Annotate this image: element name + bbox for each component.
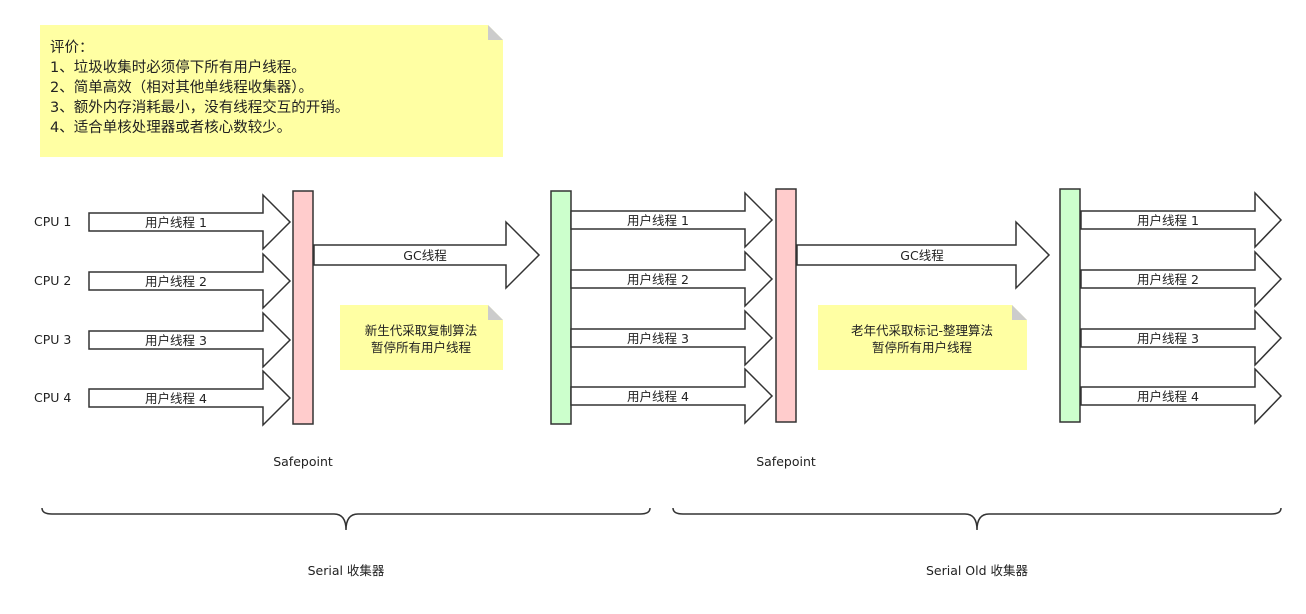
old-note-line: 暂停所有用户线程 xyxy=(872,340,973,355)
phase1-user-threads xyxy=(88,193,292,427)
user-thread-arrow xyxy=(1080,250,1283,308)
user-thread-arrow xyxy=(88,369,292,427)
user-thread-label: 用户线程 4 xyxy=(145,391,207,406)
user-thread-label: 用户线程 4 xyxy=(1137,389,1199,404)
user-thread-label: 用户线程 1 xyxy=(145,215,207,230)
cpu-label: CPU 4 xyxy=(34,390,71,405)
user-thread-label: 用户线程 1 xyxy=(1137,213,1199,228)
resume-bar xyxy=(1059,188,1081,423)
young-gen-note xyxy=(340,305,503,370)
phase2-user-threads xyxy=(570,191,774,425)
user-thread-arrow xyxy=(88,311,292,369)
evaluation-line: 1、垃圾收集时必须停下所有用户线程。 xyxy=(50,59,306,76)
cpu-label: CPU 3 xyxy=(34,332,71,347)
user-thread-arrow xyxy=(1080,191,1283,249)
safepoint-bar xyxy=(775,188,797,423)
evaluation-note xyxy=(40,25,503,157)
gc-thread-arrow xyxy=(796,220,1051,290)
evaluation-line: 2、简单高效（相对其他单线程收集器）。 xyxy=(50,79,313,96)
cpu-label: CPU 2 xyxy=(34,273,71,288)
user-thread-label: 用户线程 3 xyxy=(145,333,207,348)
evaluation-line: 4、适合单核处理器或者核心数较少。 xyxy=(50,118,291,136)
user-thread-label: 用户线程 3 xyxy=(1137,331,1199,346)
user-thread-label: 用户线程 3 xyxy=(627,331,689,346)
gc-thread-label: GC线程 xyxy=(900,248,944,263)
gc-thread-label: GC线程 xyxy=(403,248,447,263)
evaluation-note-fold xyxy=(488,25,503,40)
user-thread-label: 用户线程 2 xyxy=(1137,272,1199,287)
user-thread-label: 用户线程 2 xyxy=(145,274,207,289)
serial-old-brace xyxy=(672,507,1282,531)
user-thread-label: 用户线程 4 xyxy=(627,389,689,404)
user-thread-arrow xyxy=(570,250,774,308)
old-note-line: 老年代采取标记-整理算法 xyxy=(851,323,993,338)
evaluation-title: 评价： xyxy=(50,39,94,56)
user-thread-arrow xyxy=(570,309,774,367)
user-thread-label: 用户线程 1 xyxy=(627,213,689,228)
safepoint-label: Safepoint xyxy=(756,454,816,469)
cpu-label: CPU 1 xyxy=(34,214,71,229)
safepoint-bar xyxy=(292,190,314,425)
user-thread-arrow xyxy=(88,252,292,310)
resume-bar xyxy=(550,190,572,425)
user-thread-arrow xyxy=(1080,367,1283,425)
evaluation-line: 3、额外内存消耗最小，没有线程交互的开销。 xyxy=(50,98,349,116)
safepoint-label: Safepoint xyxy=(273,454,333,469)
user-thread-label: 用户线程 2 xyxy=(627,272,689,287)
user-thread-arrow xyxy=(570,367,774,425)
user-thread-arrow xyxy=(1080,309,1283,367)
young-note-line: 新生代采取复制算法 xyxy=(365,323,478,338)
phase3-user-threads xyxy=(1080,191,1283,425)
old-gen-note xyxy=(818,305,1027,370)
serial-brace xyxy=(41,507,651,531)
user-thread-arrow xyxy=(88,193,292,251)
evaluation-note-body xyxy=(40,25,503,157)
serial-old-collector-label: Serial Old 收集器 xyxy=(926,563,1029,578)
gc-thread-arrow xyxy=(313,220,541,290)
young-note-line: 暂停所有用户线程 xyxy=(371,340,472,355)
serial-collector-label: Serial 收集器 xyxy=(308,563,385,578)
user-thread-arrow xyxy=(570,191,774,249)
